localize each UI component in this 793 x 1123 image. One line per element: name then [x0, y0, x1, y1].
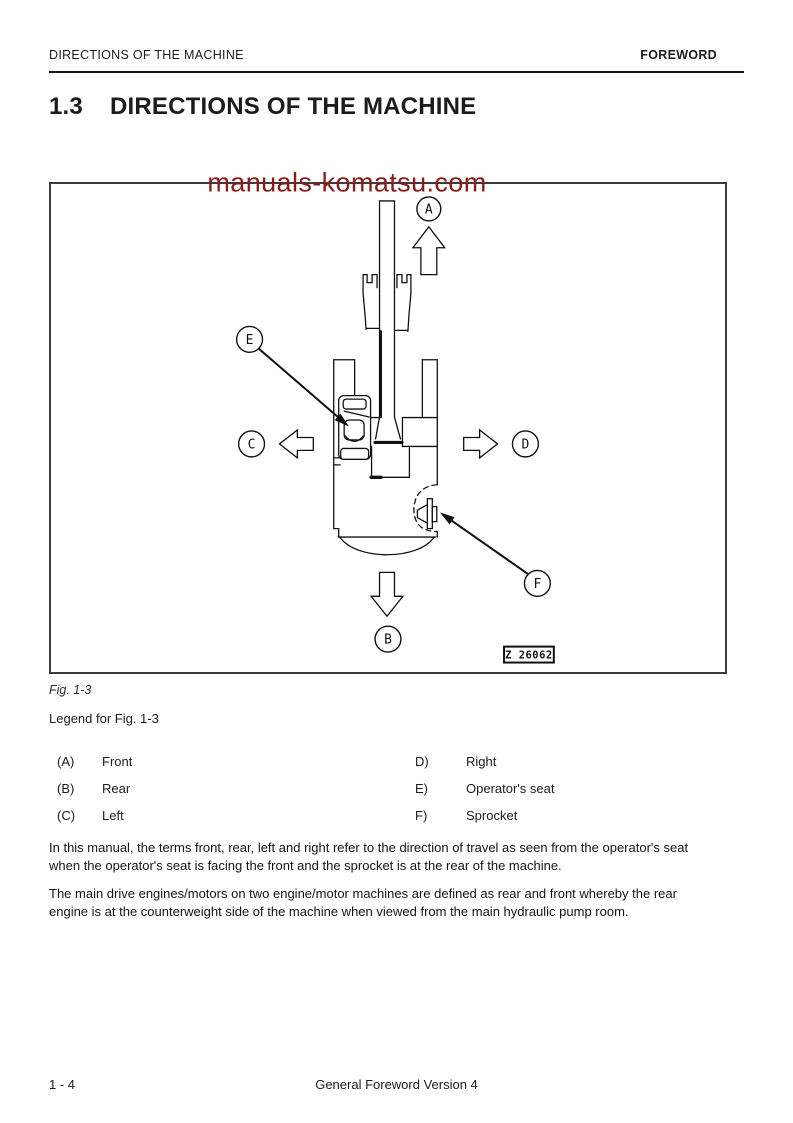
operator-seat-outline — [338, 394, 372, 461]
svg-text:Z 26062: Z 26062 — [505, 650, 552, 662]
arrow-left-icon — [278, 428, 314, 460]
leader-e — [258, 347, 349, 427]
footer-page-number: 1 - 4 — [49, 1077, 76, 1092]
label-b-circle: B — [374, 625, 402, 653]
svg-text:B: B — [384, 633, 392, 648]
drawing-code-box: Z 26062 — [503, 645, 555, 664]
legend-heading: Legend for Fig. 1-3 — [49, 711, 159, 726]
svg-text:C: C — [248, 437, 256, 452]
header-rule — [49, 71, 744, 73]
legend-key: (A) — [57, 754, 75, 769]
figure-box: manuals-komatsu.com — [49, 167, 727, 674]
legend-value: Rear — [102, 781, 131, 796]
legend-value: Sprocket — [466, 808, 518, 823]
legend-value: Front — [102, 754, 133, 769]
legend-value: Operator's seat — [466, 781, 555, 796]
legend-value: Left — [102, 808, 124, 823]
machine-body-outline — [333, 359, 438, 556]
section-title-text: DIRECTIONS OF THE MACHINE — [110, 93, 477, 120]
arrow-up-icon — [411, 225, 447, 276]
running-header-right: FOREWORD — [640, 48, 717, 62]
body-paragraph: In this manual, the terms front, rear, l… — [49, 840, 689, 873]
arrow-down-icon — [369, 571, 405, 618]
label-f-circle: F — [523, 569, 552, 598]
figure-caption: Fig. 1-3 — [49, 683, 92, 697]
label-a-circle: A — [416, 196, 442, 222]
machine-diagram: A B C D E F — [235, 196, 555, 664]
svg-text:A: A — [425, 202, 433, 217]
label-d-circle: D — [511, 430, 540, 458]
section-title: 1.3 DIRECTIONS OF THE MACHINE — [49, 93, 476, 121]
deck-blocks — [369, 416, 438, 479]
legend-key: (B) — [57, 781, 75, 796]
bucket-outline — [362, 273, 412, 333]
section-number: 1.3 — [49, 93, 83, 120]
legend-row: (A) Front D) Right — [49, 748, 727, 775]
legend-value: Right — [466, 754, 497, 769]
boom-outline — [378, 200, 396, 419]
footer-center-text: General Foreword Version 4 — [315, 1077, 478, 1092]
label-c-circle: C — [237, 430, 266, 458]
svg-text:F: F — [533, 577, 541, 592]
sprocket-outline — [413, 484, 438, 533]
svg-text:E: E — [246, 333, 254, 348]
legend-key: D) — [415, 754, 429, 769]
legend-key: F) — [415, 808, 428, 823]
body-paragraph: The main drive engines/motors on two eng… — [49, 886, 677, 919]
leader-f — [439, 512, 530, 576]
arrow-right-icon — [463, 428, 499, 460]
watermark-text: manuals-komatsu.com — [207, 167, 487, 198]
svg-text:D: D — [522, 437, 530, 452]
legend-key: E) — [415, 781, 428, 796]
legend-table: (A) Front D) Right (B) Rear E) Operator'… — [49, 748, 727, 829]
legend-row: (B) Rear E) Operator's seat — [49, 775, 727, 802]
legend-key: (C) — [57, 808, 76, 823]
running-header-left: DIRECTIONS OF THE MACHINE — [49, 48, 244, 62]
legend-row: (C) Left F) Sprocket — [49, 802, 727, 829]
label-e-circle: E — [235, 325, 264, 354]
